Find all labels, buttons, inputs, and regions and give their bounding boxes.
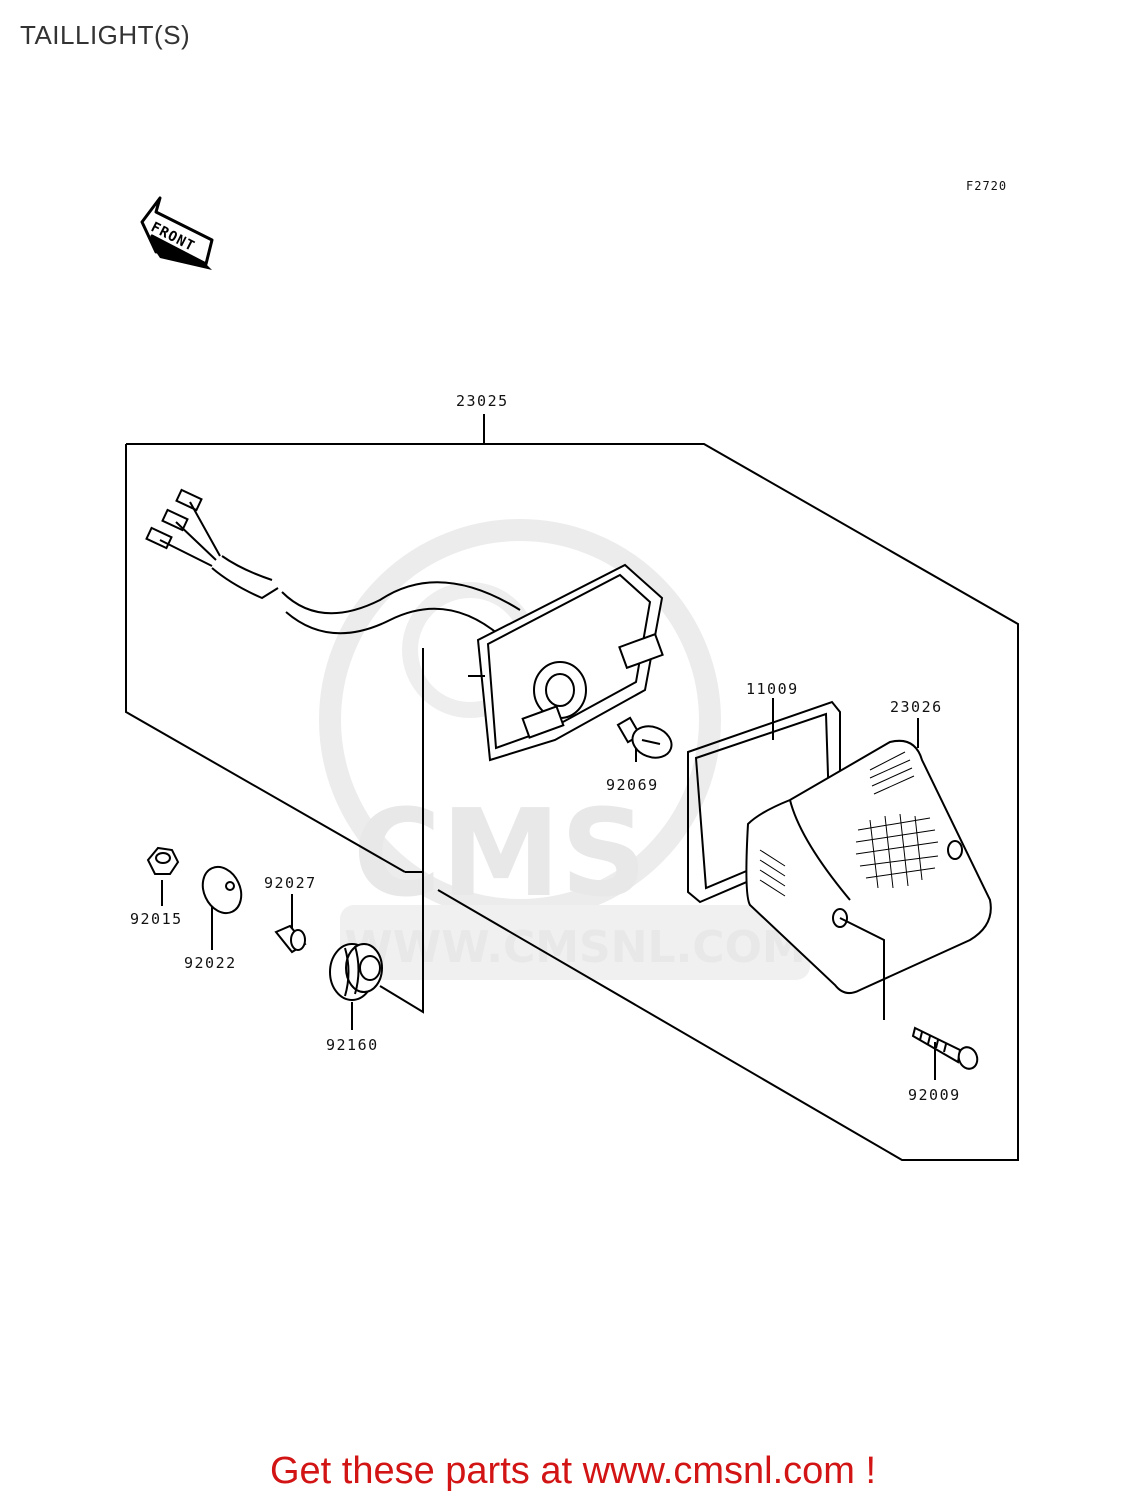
lens-23026 [745,739,992,1020]
part-label[interactable]: 23025 [456,392,509,410]
part-label[interactable]: 23026 [890,698,943,716]
part-label[interactable]: 92160 [326,1036,379,1054]
screw-92009 [911,1026,979,1070]
watermark-url: WWW.CMSNL.COM [344,922,806,973]
assembly-outline [125,414,1019,1161]
figure-code: F2720 [966,179,1008,193]
parts-diagram: CMS WWW.CMSNL.COM FRONT [125,196,1019,1161]
front-arrow-icon: FRONT [140,196,214,270]
part-labels: 23025 11009 23026 92069 92027 92015 9202… [130,392,961,1104]
cta-link[interactable]: Get these parts at www.cmsnl.com ! [269,1450,877,1492]
watermark-brand: CMS [353,785,647,924]
page-title: TAILLIGHT(S) [20,20,191,50]
part-label[interactable]: 92015 [130,910,183,928]
bulb-92069 [616,716,673,759]
part-label[interactable]: 11009 [746,680,799,698]
washer-92022 [201,865,243,915]
part-label[interactable]: 92027 [264,874,317,892]
wire-harness [145,488,521,641]
cms-watermark: CMS WWW.CMSNL.COM [319,519,810,980]
part-label[interactable]: 92022 [184,954,237,972]
grommet-92160 [329,943,383,1001]
leader-lines [161,698,936,1080]
part-label[interactable]: 92009 [908,1086,961,1104]
collar-92027 [274,924,307,954]
part-label[interactable]: 92069 [606,776,659,794]
lamp-housing [468,563,664,762]
nut-92015 [146,846,180,875]
